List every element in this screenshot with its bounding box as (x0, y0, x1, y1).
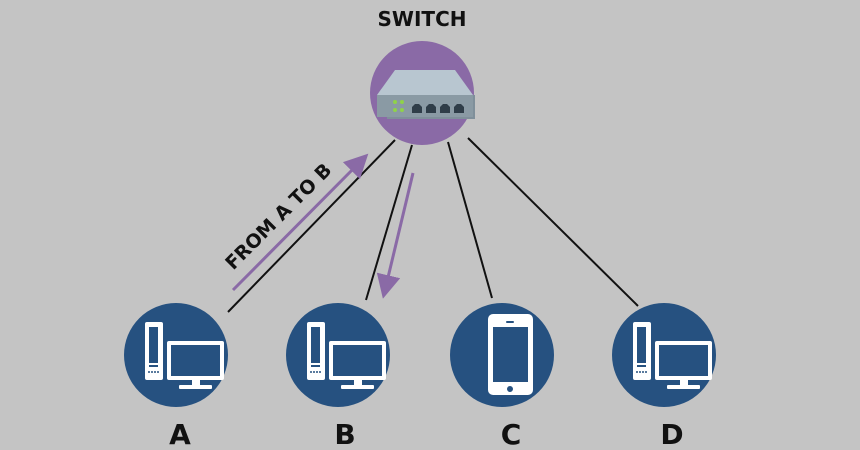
flow-label: FROM A TO B (221, 159, 336, 274)
device-d: D (612, 303, 716, 450)
link-c (447, 141, 493, 299)
device-label-d: D (660, 418, 683, 450)
smartphone-icon (488, 314, 533, 395)
arrow-switch-to-b (376, 172, 415, 299)
switch-node (370, 41, 475, 145)
device-label-c: C (501, 418, 522, 450)
device-label-a: A (169, 418, 191, 450)
arrow-a-to-switch (231, 153, 369, 292)
device-c: C (450, 303, 554, 450)
network-switch-icon (377, 70, 475, 119)
device-label-b: B (334, 418, 355, 450)
device-b: B (286, 303, 390, 450)
device-a: A (124, 303, 228, 450)
link-d (467, 137, 639, 307)
links (227, 137, 639, 313)
link-b (365, 144, 413, 301)
switch-title: SWITCH (378, 7, 467, 31)
